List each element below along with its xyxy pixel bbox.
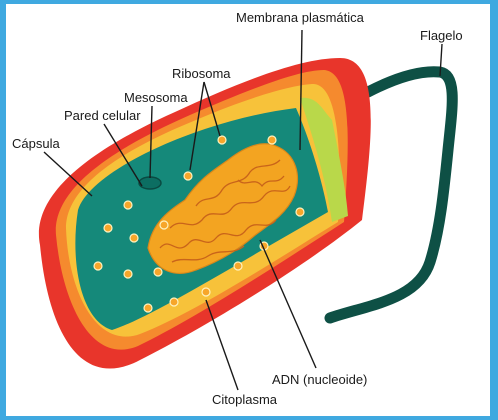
label-flagelo: Flagelo	[420, 28, 463, 43]
ribosome	[130, 234, 138, 242]
ribosome	[124, 270, 132, 278]
ribosome	[234, 262, 242, 270]
ribosome	[170, 298, 178, 306]
label-ribosoma: Ribosoma	[172, 66, 231, 81]
mesosome	[139, 177, 161, 189]
label-capsula: Cápsula	[12, 136, 60, 151]
ribosome	[154, 268, 162, 276]
ribosome	[202, 288, 210, 296]
diagram-frame: Membrana plasmática Flagelo Ribosoma Mes…	[6, 4, 490, 416]
ribosome	[144, 304, 152, 312]
ribosome	[218, 136, 226, 144]
ribosome	[268, 136, 276, 144]
bacteria-diagram: Membrana plasmática Flagelo Ribosoma Mes…	[6, 4, 490, 416]
label-membrana-plasmatica: Membrana plasmática	[236, 10, 365, 25]
ribosome	[124, 201, 132, 209]
ribosome	[104, 224, 112, 232]
ribosome	[296, 208, 304, 216]
ribosome	[94, 262, 102, 270]
label-mesosoma: Mesosoma	[124, 90, 188, 105]
ribosome	[184, 172, 192, 180]
label-pared-celular: Pared celular	[64, 108, 141, 123]
label-adn-nucleoide: ADN (nucleoide)	[272, 372, 367, 387]
ribosome	[160, 221, 168, 229]
label-citoplasma: Citoplasma	[212, 392, 278, 407]
